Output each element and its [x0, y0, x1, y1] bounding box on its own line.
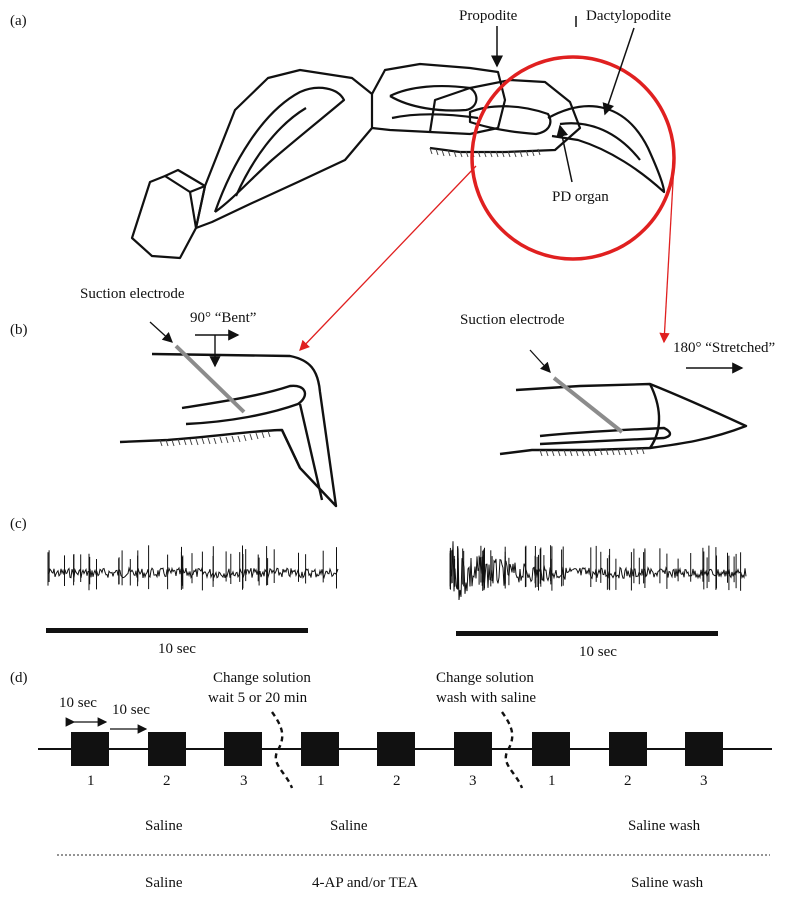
- protocol-block: [224, 732, 262, 766]
- protocol-block: [532, 732, 570, 766]
- row1-condition: Saline: [330, 819, 368, 834]
- block-number: 2: [393, 774, 401, 789]
- right-scale-label: 10 sec: [579, 645, 617, 660]
- bent-electrode-label: Suction electrode: [80, 287, 185, 302]
- stretched-leg-drawing: [500, 384, 746, 454]
- protocol-block: [454, 732, 492, 766]
- trace-left: [48, 545, 338, 590]
- crab-leg-drawing: [132, 64, 664, 258]
- bent-leg-drawing: [120, 354, 336, 506]
- stretched-angle-label: 180° “Stretched”: [673, 341, 775, 356]
- change1-line1: Change solution: [213, 671, 311, 686]
- interval-label-b: 10 sec: [112, 703, 150, 718]
- protocol-blocks: [71, 732, 723, 766]
- pd-organ-arrow: [560, 126, 572, 182]
- row2-condition: Saline: [145, 876, 183, 891]
- scale-bar-right: [456, 631, 718, 636]
- red-arrow-bent: [300, 166, 476, 350]
- block-number: 1: [87, 774, 95, 789]
- interval-label-a: 10 sec: [59, 696, 97, 711]
- pd-organ-label: PD organ: [552, 190, 609, 205]
- protocol-block: [71, 732, 109, 766]
- left-scale-label: 10 sec: [158, 642, 196, 657]
- trace-right: [450, 541, 746, 600]
- block-number: 2: [163, 774, 171, 789]
- scale-bar-left: [46, 628, 308, 633]
- block-number: 3: [240, 774, 248, 789]
- row2-condition: Saline wash: [631, 876, 703, 891]
- trace-noise: [48, 568, 338, 578]
- bent-angle-label: 90° “Bent”: [190, 311, 256, 326]
- block-number: 2: [624, 774, 632, 789]
- block-number: 3: [700, 774, 708, 789]
- stretched-electrode-label: Suction electrode: [460, 313, 565, 328]
- trace-noise: [450, 541, 746, 600]
- change2-line1: Change solution: [436, 671, 534, 686]
- block-number: 1: [548, 774, 556, 789]
- stretched-electrode-pointer: [530, 350, 550, 372]
- panel-label-d: (d): [10, 671, 28, 686]
- block-number: 1: [317, 774, 325, 789]
- row1-condition: Saline wash: [628, 819, 700, 834]
- protocol-block: [148, 732, 186, 766]
- panel-label-c: (c): [10, 517, 27, 532]
- panel-label-b: (b): [10, 323, 28, 338]
- panel-label-a: (a): [10, 14, 27, 29]
- protocol-block: [377, 732, 415, 766]
- highlight-circle: [472, 57, 674, 259]
- change2-line2: wash with saline: [436, 691, 536, 706]
- propodite-label: Propodite: [459, 9, 517, 24]
- row2-condition: 4-AP and/or TEA: [312, 876, 418, 891]
- protocol-block: [609, 732, 647, 766]
- dactylopodite-label: Dactylopodite: [586, 9, 671, 24]
- bent-electrode-pointer: [150, 322, 172, 342]
- row1-condition: Saline: [145, 819, 183, 834]
- protocol-block: [685, 732, 723, 766]
- protocol-block: [301, 732, 339, 766]
- dactylopodite-arrow: [605, 28, 634, 114]
- change1-line2: wait 5 or 20 min: [208, 691, 307, 706]
- block-number: 3: [469, 774, 477, 789]
